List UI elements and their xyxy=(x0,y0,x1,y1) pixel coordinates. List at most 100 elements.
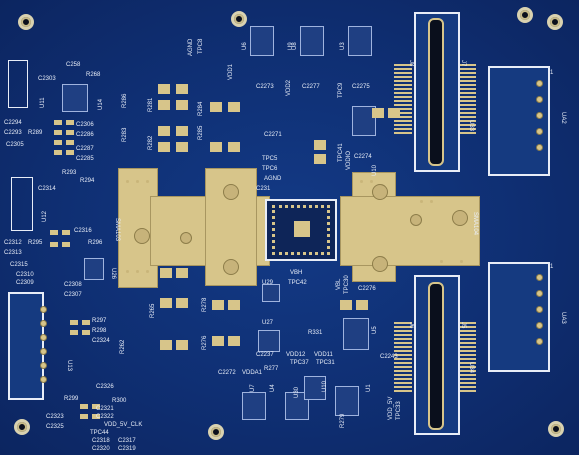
label-c2271: C2271 xyxy=(264,132,282,138)
label-vdd1: VDD1 xyxy=(228,63,234,80)
label-c2287: C2287 xyxy=(76,146,94,152)
rf-pad-top-right xyxy=(372,184,388,200)
left-header-pin xyxy=(40,320,47,327)
smd-pad xyxy=(314,140,326,150)
mounting-hole-top-center xyxy=(231,11,247,27)
smd-pad xyxy=(92,414,100,419)
label-u7: U7 xyxy=(250,384,256,392)
label-c231: C231 xyxy=(256,186,271,192)
label-c2324: C2324 xyxy=(92,338,110,344)
smd-pad xyxy=(50,242,58,247)
label-u14: U14 xyxy=(98,98,104,110)
left-header-pin xyxy=(40,306,47,313)
label-u13: U13 xyxy=(66,360,72,372)
label-u34: U34 xyxy=(468,362,474,374)
label-c2307: C2307 xyxy=(64,292,82,298)
left-header-pin xyxy=(40,376,47,383)
rf-pad-top-left xyxy=(223,184,239,200)
smd-pad xyxy=(176,340,188,350)
ua2-pin xyxy=(536,144,543,151)
label-r277: R277 xyxy=(264,366,279,372)
label-c2326: C2326 xyxy=(96,384,114,390)
label-c2243: C2243 xyxy=(380,354,398,360)
label-r281: R281 xyxy=(148,97,154,112)
label-c2237: C2237 xyxy=(256,352,274,358)
label-u4: U4 xyxy=(270,384,276,392)
label-tpc44: TPC44 xyxy=(90,430,109,436)
smd-pad xyxy=(210,142,222,152)
label-c2293: C2293 xyxy=(4,130,22,136)
via xyxy=(430,200,433,203)
label-ua2: UA2 xyxy=(560,112,566,124)
smd-pad xyxy=(92,404,100,409)
label-u33: U33 xyxy=(468,120,474,132)
label-u1: U1 xyxy=(366,384,372,392)
rf-copper-right-bar xyxy=(340,196,480,266)
label-r283: R283 xyxy=(122,127,128,142)
smd-pad xyxy=(160,268,172,278)
u14-package xyxy=(62,84,88,112)
smd-pad xyxy=(66,140,74,145)
label-c2277: C2277 xyxy=(302,84,320,90)
ua3-pin xyxy=(536,274,543,281)
label-tpc31: TPC31 xyxy=(316,360,335,366)
label-j8: J8 xyxy=(408,60,414,67)
smd-pad xyxy=(176,298,188,308)
smd-pad xyxy=(160,298,172,308)
via xyxy=(460,260,463,263)
label-u11: U11 xyxy=(40,97,46,108)
smd-pad xyxy=(228,102,240,112)
u6-package xyxy=(250,26,274,56)
label-r295: R295 xyxy=(28,240,43,246)
label-c2273: C2273 xyxy=(256,84,274,90)
smd-pad xyxy=(228,142,240,152)
u26-package xyxy=(84,258,104,280)
ua2-pin xyxy=(536,128,543,135)
label-r298: R298 xyxy=(92,328,107,334)
label-c2316: C2316 xyxy=(74,228,92,234)
label-u10b: U10 xyxy=(322,380,328,392)
smd-pad xyxy=(212,336,224,346)
label-vdd2: VDD2 xyxy=(286,79,292,96)
u9-package xyxy=(348,26,372,56)
rf-pad-right-2 xyxy=(410,214,422,226)
mounting-hole-top-right-1 xyxy=(517,7,533,23)
smd-pad xyxy=(176,126,188,136)
label-r262: R262 xyxy=(120,339,126,354)
smd-pad xyxy=(356,300,368,310)
u1-package xyxy=(335,386,359,416)
mounting-hole-bottom-right xyxy=(548,421,564,437)
label-u27: U27 xyxy=(262,320,274,326)
label-c2310: C2310 xyxy=(16,272,34,278)
label-u30: U30 xyxy=(294,386,300,398)
label-c2318: C2318 xyxy=(92,438,110,444)
u27-package xyxy=(258,330,280,352)
via xyxy=(440,260,443,263)
left-header-connector xyxy=(8,292,44,400)
smd-pad xyxy=(82,320,90,325)
rf-pad-bottom-left xyxy=(223,259,239,275)
ua3-pin xyxy=(536,322,543,329)
label-c2309: C2309 xyxy=(16,280,34,286)
smd-pad xyxy=(66,150,74,155)
label-r293: R293 xyxy=(62,170,77,176)
u29-package xyxy=(262,284,280,302)
smd-pad xyxy=(176,84,188,94)
label-c2274: C2274 xyxy=(354,154,372,160)
u8-package xyxy=(300,26,324,56)
label-vdd11: VDD11 xyxy=(314,352,333,358)
left-header-pin xyxy=(40,362,47,369)
label-tpc9: TPC9 xyxy=(338,82,344,98)
smd-pad xyxy=(50,230,58,235)
smd-pad xyxy=(82,330,90,335)
central-ic-thermal-pad xyxy=(294,221,310,237)
label-sma103: SMA103 xyxy=(114,218,120,242)
sma-pad-left xyxy=(134,228,150,244)
label-c2303: C2303 xyxy=(38,76,56,82)
ua2-pin xyxy=(536,96,543,103)
smd-pad xyxy=(158,126,170,136)
smd-pad xyxy=(158,84,170,94)
smd-pad xyxy=(54,120,62,125)
label-tpc6: TPC6 xyxy=(262,166,278,172)
label-c2320: C2320 xyxy=(92,446,110,452)
